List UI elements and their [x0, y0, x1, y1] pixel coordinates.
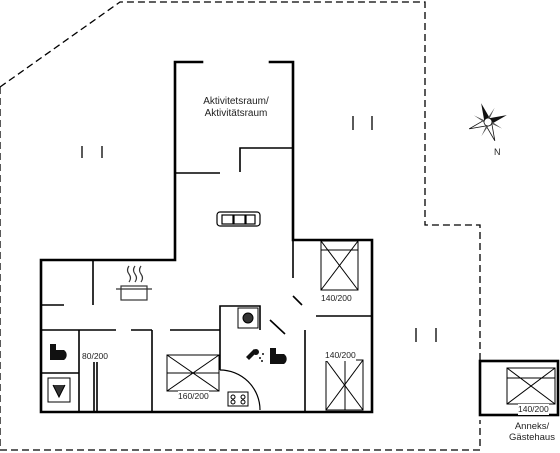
room-label-annex: Anneks/ Gästehaus — [509, 421, 555, 443]
cooking-pot-icon — [116, 265, 152, 301]
bed-icon — [166, 354, 220, 392]
toilet-icon — [50, 344, 67, 360]
terrace-outline — [0, 1, 481, 451]
windows — [81, 116, 437, 342]
bed-size-label: 140/200 — [325, 350, 356, 361]
interior-walls — [41, 147, 372, 412]
washing-machine-icon — [237, 307, 259, 329]
bed-icon — [320, 240, 359, 291]
bed-size-label: 160/200 — [178, 391, 209, 402]
exterior-walls — [39, 60, 374, 414]
stove-icon — [227, 391, 249, 407]
bed-icon — [325, 359, 364, 411]
bed-size-label: 140/200 — [321, 293, 352, 304]
compass-rose-icon — [469, 103, 507, 141]
room-label-living: Aktivitetsraum/ Aktivitätsraum — [203, 96, 269, 119]
annex-walls — [478, 359, 560, 417]
washing-machine-icon — [47, 377, 71, 403]
sofa-icon — [216, 211, 261, 227]
toilet-icon — [270, 348, 287, 364]
bed-icon — [506, 367, 556, 405]
bed-size-label: 140/200 — [518, 404, 549, 415]
compass-north-label: N — [494, 147, 501, 157]
bed-size-label: 80/200 — [82, 351, 108, 362]
door-swing — [219, 369, 261, 411]
shower-icon — [246, 349, 264, 362]
